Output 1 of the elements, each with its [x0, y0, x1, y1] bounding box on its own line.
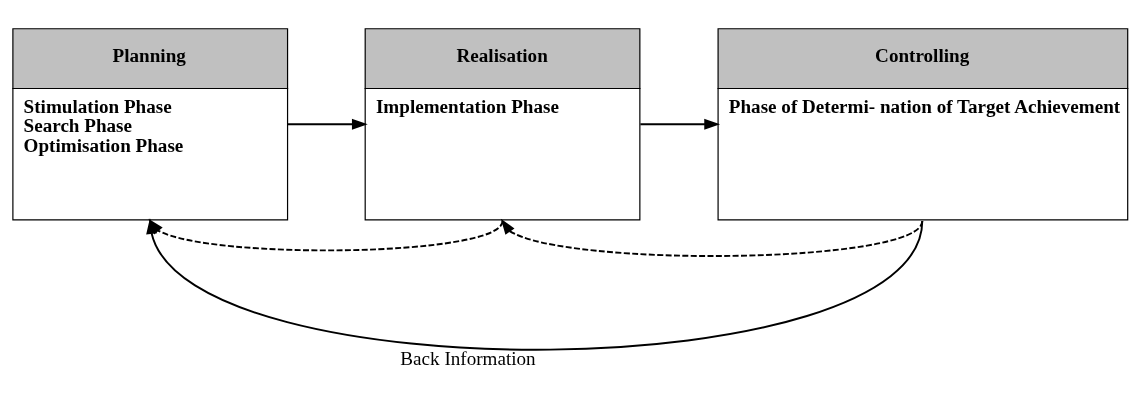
edge-label: Back Information [400, 348, 536, 370]
